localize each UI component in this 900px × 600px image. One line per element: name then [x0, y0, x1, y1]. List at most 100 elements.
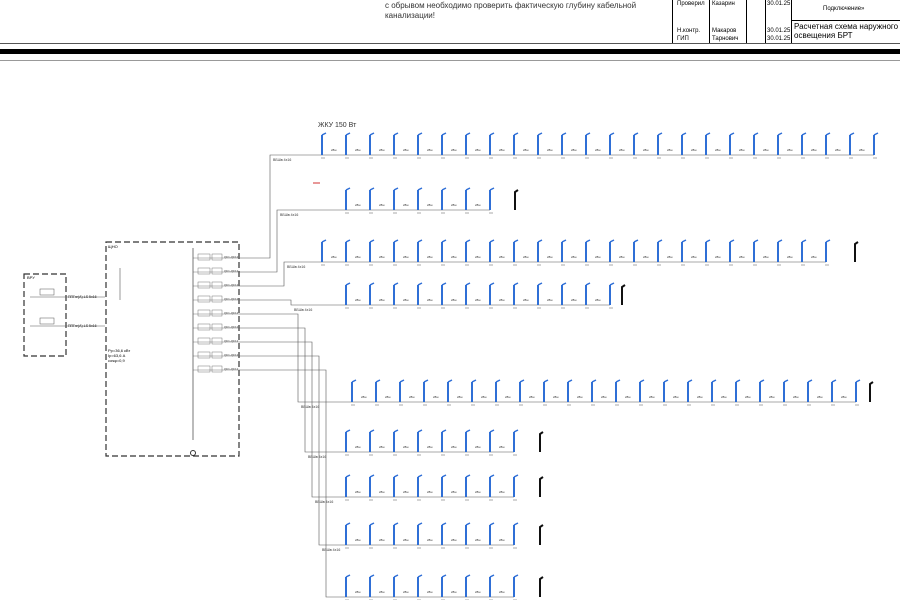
- span-label: 28м: [379, 538, 384, 542]
- frame-line: [0, 43, 900, 44]
- luminaire-icon: [801, 132, 807, 136]
- span-label: 28м: [457, 395, 462, 399]
- breaker-symbol: [211, 253, 223, 261]
- span-label: 28м: [811, 148, 816, 152]
- luminaire-icon: [465, 429, 471, 433]
- luminaire-icon: [657, 239, 663, 243]
- luminaire-icon: [825, 239, 831, 243]
- span-label: 28м: [595, 148, 600, 152]
- tb-date: 30.01.25: [767, 1, 791, 7]
- luminaire-icon: [537, 132, 543, 136]
- cable-label: ВБШв 4х16: [280, 213, 298, 217]
- breaker-symbol: [211, 267, 223, 275]
- luminaire-icon: [513, 282, 519, 286]
- span-label: 28м: [619, 255, 624, 259]
- luminaire-icon: [399, 379, 405, 383]
- feeder-cable: [239, 209, 346, 273]
- span-label: 28м: [427, 255, 432, 259]
- span-label: 28м: [379, 298, 384, 302]
- luminaire-icon: [441, 132, 447, 136]
- span-label: 28м: [379, 148, 384, 152]
- luminaire-icon: [705, 239, 711, 243]
- luminaire-icon: [513, 474, 519, 478]
- luminaire-icon: [393, 429, 399, 433]
- luminaire-icon: [513, 132, 519, 136]
- end-pole-icon: [869, 381, 874, 402]
- feeder-cable: [239, 355, 346, 546]
- luminaire-icon: [489, 474, 495, 478]
- luminaire-icon: [441, 187, 447, 191]
- luminaire-icon: [783, 379, 789, 383]
- span-label: 28м: [361, 395, 366, 399]
- span-label: 28м: [625, 395, 630, 399]
- span-label: 28м: [409, 395, 414, 399]
- span-label: 28м: [499, 255, 504, 259]
- frame-border: [0, 49, 900, 54]
- span-label: 28м: [619, 148, 624, 152]
- breaker-symbol: [39, 317, 55, 325]
- span-label: 28м: [481, 395, 486, 399]
- feeder-cable: [239, 299, 346, 306]
- end-pole-icon: [514, 189, 519, 210]
- luminaire-icon: [663, 379, 669, 383]
- span-label: 28м: [721, 395, 726, 399]
- span-label: 28м: [745, 395, 750, 399]
- feeder-cable: [239, 154, 322, 259]
- luminaire-icon: [561, 282, 567, 286]
- main-panel-box: [105, 241, 240, 457]
- luminaire-icon: [537, 239, 543, 243]
- luminaire-icon: [393, 132, 399, 136]
- luminaire-icon: [831, 379, 837, 383]
- luminaire-icon: [345, 522, 351, 526]
- drawing-note: с обрывом необходимо проверить фактическ…: [385, 1, 636, 21]
- span-label: 28м: [433, 395, 438, 399]
- breaker-symbol: [211, 309, 223, 317]
- luminaire-icon: [393, 474, 399, 478]
- breaker-label: QF1-QF12: [224, 311, 239, 315]
- luminaire-icon: [729, 132, 735, 136]
- span-label: 28м: [529, 395, 534, 399]
- luminaire-icon: [561, 239, 567, 243]
- span-label: 28м: [451, 445, 456, 449]
- luminaire-icon: [777, 132, 783, 136]
- feeder-cable: [239, 261, 322, 287]
- span-label: 28м: [841, 395, 846, 399]
- span-label: 28м: [763, 255, 768, 259]
- span-label: 28м: [601, 395, 606, 399]
- luminaire-icon: [417, 187, 423, 191]
- main-panel-label: ЩНО: [108, 244, 118, 249]
- luminaire-icon: [489, 574, 495, 578]
- span-label: 28м: [499, 298, 504, 302]
- breaker-label: QF1-QF12: [224, 353, 239, 357]
- luminaire-icon: [417, 474, 423, 478]
- span-label: 28м: [403, 590, 408, 594]
- feeder-cable: [239, 369, 346, 598]
- tb-sheet-title: Расчетная схема наружного освещения БРТ: [794, 22, 899, 40]
- tb-name: Казарин: [712, 1, 735, 7]
- end-pole-icon: [621, 284, 626, 305]
- luminaire-icon: [441, 574, 447, 578]
- span-label: 28м: [355, 298, 360, 302]
- span-label: 28м: [769, 395, 774, 399]
- luminaire-icon: [417, 132, 423, 136]
- tb-date: 30.01.25: [767, 36, 791, 42]
- luminaire-icon: [825, 132, 831, 136]
- luminaire-icon: [759, 379, 765, 383]
- luminaire-icon: [441, 474, 447, 478]
- span-label: 28м: [691, 255, 696, 259]
- span-label: 28м: [475, 203, 480, 207]
- note-line-2: канализации!: [385, 11, 435, 20]
- feeder-cable: [239, 313, 352, 403]
- feeder-cable: [239, 327, 346, 453]
- luminaire-icon: [495, 379, 501, 383]
- span-label: 28м: [595, 255, 600, 259]
- luminaire-icon: [753, 132, 759, 136]
- breaker-symbol: [211, 337, 223, 345]
- luminaire-icon: [345, 282, 351, 286]
- cable-label: ВБШв 4х16: [322, 548, 340, 552]
- luminaire-icon: [513, 239, 519, 243]
- luminaire-icon: [441, 239, 447, 243]
- end-pole-icon: [539, 476, 544, 497]
- luminaire-icon: [873, 132, 879, 136]
- breaker-label: QF1-QF12: [224, 269, 239, 273]
